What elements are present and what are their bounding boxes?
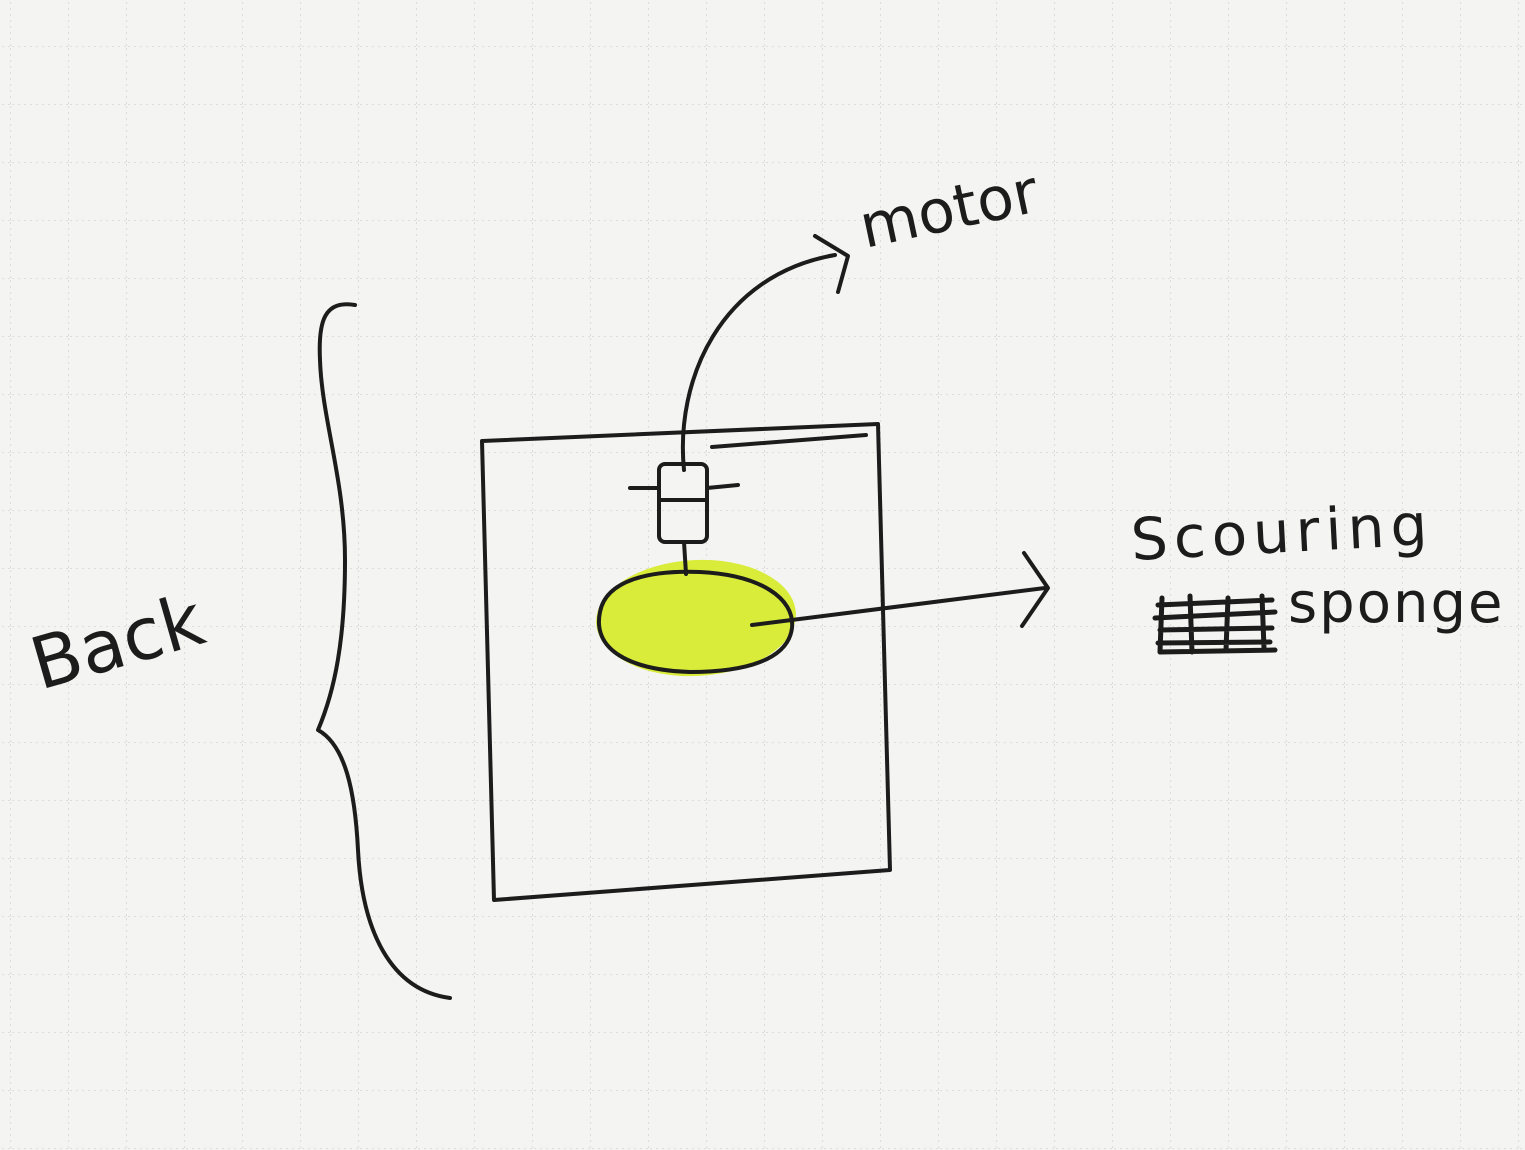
curly-brace	[316, 302, 452, 1000]
sponge-arrow	[750, 586, 1047, 627]
motor-arrow	[681, 253, 837, 472]
scouring-label: Scouring	[1129, 490, 1435, 574]
device-body-outline	[480, 422, 892, 902]
motor-to-sponge-connector	[682, 540, 688, 576]
motor-arrowhead	[813, 234, 850, 294]
top-edge-stroke	[710, 433, 868, 449]
scouring-sponge-highlight	[596, 559, 796, 677]
crossed-out-word-scribble	[1152, 593, 1278, 655]
sponge-arrowhead	[1020, 551, 1050, 628]
scouring-sponge-outline	[596, 569, 795, 674]
sponge-label: sponge	[1288, 571, 1504, 636]
motor-mount-right	[705, 483, 740, 490]
